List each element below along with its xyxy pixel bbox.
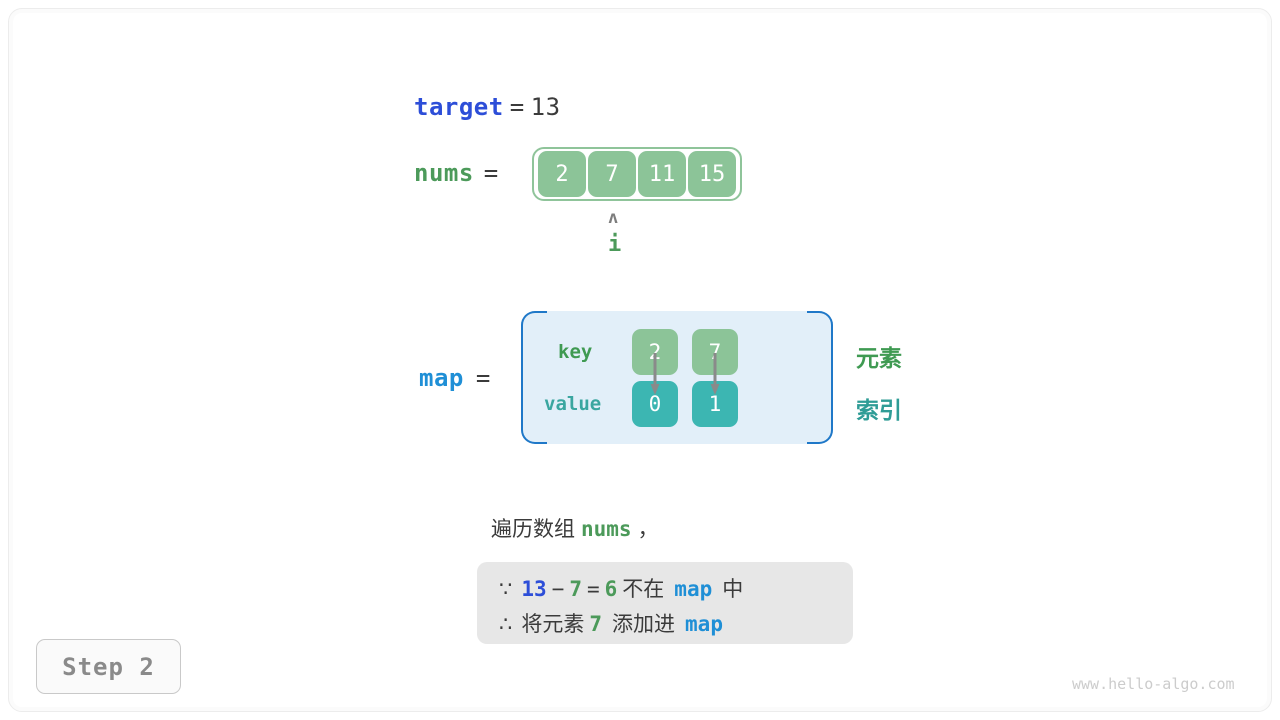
caption-suffix: ， bbox=[637, 517, 659, 541]
map-key-cell: 2 bbox=[632, 329, 678, 375]
nums-cell: 7 bbox=[588, 151, 636, 197]
nums-variable-name: nums bbox=[414, 159, 474, 187]
note-text-not-in: 不在 bbox=[622, 577, 665, 601]
because-symbol-icon: ∵ bbox=[499, 577, 513, 601]
nums-cell: 2 bbox=[538, 151, 586, 197]
watermark: www.hello-algo.com bbox=[1072, 675, 1235, 693]
map-variable-name: map bbox=[419, 364, 464, 392]
therefore-symbol-icon: ∴ bbox=[499, 612, 513, 636]
note-value-current: 7 bbox=[569, 577, 582, 601]
map-equals-sign: = bbox=[475, 364, 491, 392]
note-code-map: map bbox=[674, 577, 713, 601]
pointer-caret-icon: ʌ bbox=[608, 208, 619, 228]
note-text-add-into: 添加进 bbox=[612, 612, 676, 636]
note-text-add-element: 将元素 bbox=[521, 612, 585, 636]
map-value-cell: 0 bbox=[632, 381, 678, 427]
target-value: 13 bbox=[530, 93, 561, 121]
step-badge: Step 2 bbox=[36, 639, 181, 694]
note-text-in: 中 bbox=[722, 577, 744, 601]
map-entry-column: 2 0 bbox=[632, 329, 678, 427]
map-bracket-right bbox=[807, 311, 833, 444]
note-value-target: 13 bbox=[521, 577, 547, 601]
map-bracket-left bbox=[521, 311, 547, 444]
map-value-cell: 1 bbox=[692, 381, 738, 427]
note-added-value: 7 bbox=[589, 612, 603, 636]
map-key-row-label: key bbox=[558, 341, 593, 363]
map-container: key value 2 0 7 1 bbox=[521, 311, 833, 444]
caption-prefix: 遍历数组 bbox=[491, 517, 575, 541]
target-variable-name: target bbox=[414, 93, 504, 121]
target-equals-sign: = bbox=[509, 93, 525, 121]
note-code-map: map bbox=[685, 612, 723, 636]
map-value-row-label: value bbox=[544, 393, 602, 415]
annotation-element: 元素 bbox=[856, 346, 902, 372]
nums-equals-sign: = bbox=[483, 159, 499, 187]
pointer-index-label: i bbox=[608, 232, 622, 257]
map-entry-column: 7 1 bbox=[692, 329, 738, 427]
caption-code-nums: nums bbox=[581, 517, 632, 541]
nums-variable-row: nums = bbox=[414, 159, 499, 187]
note-equals-operator: = bbox=[586, 577, 600, 601]
step-badge-label: Step 2 bbox=[62, 652, 155, 681]
note-minus-operator: − bbox=[551, 577, 565, 601]
map-key-cell: 7 bbox=[692, 329, 738, 375]
annotation-index: 索引 bbox=[856, 398, 902, 424]
note-value-result: 6 bbox=[604, 577, 618, 601]
target-variable-row: target=13 bbox=[414, 93, 561, 121]
map-variable-row: map = bbox=[419, 364, 491, 392]
nums-cell: 11 bbox=[638, 151, 686, 197]
nums-cell: 15 bbox=[688, 151, 736, 197]
nums-array-container: 2 7 11 15 bbox=[532, 147, 742, 201]
